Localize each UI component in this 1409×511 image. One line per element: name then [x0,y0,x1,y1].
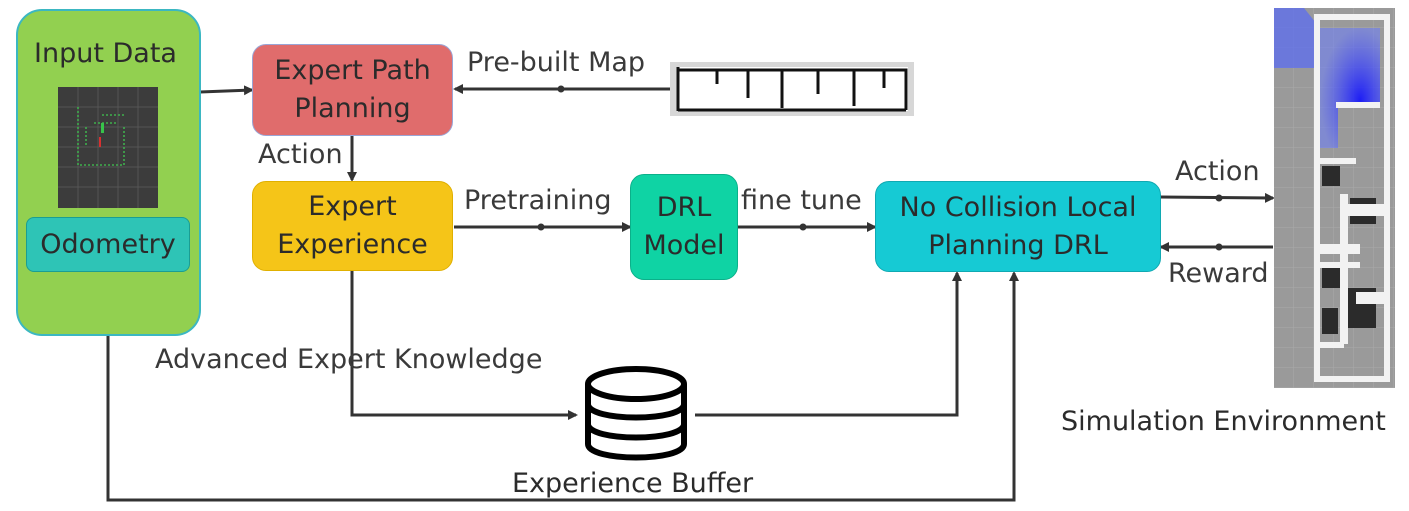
prebuilt-map-label: Pre-built Map [467,47,646,78]
arrow-buffer-to-planning [695,271,962,417]
arrow-experience-to-buffer [350,271,578,420]
experience-buffer-label: Experience Buffer [512,468,754,499]
advanced-expert-knowledge-label: Advanced Expert Knowledge [155,344,543,375]
local-planning-drl-box: No Collision Local Planning DRL [875,181,1161,272]
fine-tune-label: fine tune [741,185,862,216]
simulation-environment-label: Simulation Environment [1061,406,1386,437]
action-label-right: Action [1175,156,1260,187]
expert-experience-box: Expert Experience [252,181,453,271]
database-icon [582,364,690,464]
pretraining-label: Pretraining [464,185,612,216]
simulation-view-icon [1274,8,1395,388]
action-label-left: Action [258,139,343,170]
arrow-input-to-local-planning [106,271,1019,502]
arrow-input-to-planning [199,85,254,96]
drl-model-box: DRL Model [630,174,738,280]
reward-label: Reward [1168,258,1269,289]
map-icon [670,62,914,116]
expert-path-planning-box: Expert Path Planning [252,44,453,136]
input-data-title: Input Data [34,38,177,69]
odometry-box: Odometry [26,217,190,272]
lidar-scan-icon [58,87,158,208]
